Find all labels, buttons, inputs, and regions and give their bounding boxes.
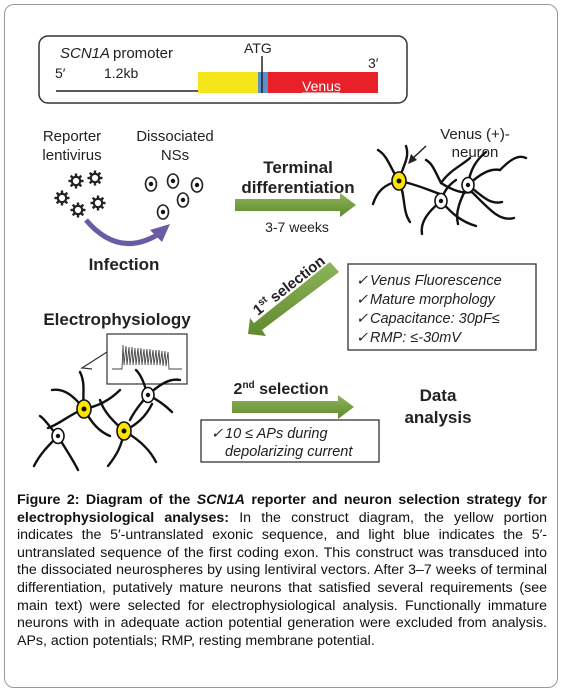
second-selection-label: 2nd selection [234, 380, 329, 398]
lentivirus-particles [53, 169, 107, 219]
criterion-venus: Venus Fluorescence [370, 273, 502, 289]
promoter-length-label: 1.2kb [104, 65, 138, 81]
virus-particle [86, 169, 104, 187]
five-prime-label: 5′ [55, 65, 66, 81]
recording-trace-box [106, 333, 188, 385]
venus-label: Venus [302, 78, 341, 94]
action-potential-trace [112, 344, 182, 370]
criteria-check-icon: ✓ [356, 273, 368, 289]
ns-label-line1: Dissociated [136, 128, 214, 145]
criteria-check-icon: ✓ [356, 292, 368, 308]
neuron-nucleus [465, 182, 471, 188]
neuron-nucleus [145, 392, 151, 398]
criteria-check-icon: ✓ [356, 330, 368, 346]
caption-fig-label: Figure 2: [17, 492, 80, 508]
criterion-rmp: RMP: ≤-30mV [370, 330, 462, 346]
utr-exonic-segment [198, 72, 258, 93]
neuron-nucleus [55, 433, 61, 439]
recorded-neuron-cluster [32, 368, 182, 472]
criteria-check-icon: ✓ [211, 426, 223, 442]
data-analysis-line1: Data [420, 386, 457, 405]
utr-coding-exon-segment [258, 72, 268, 93]
trace-callout [80, 351, 108, 370]
figure-caption: Figure 2: Diagram of the SCN1A reporter … [17, 492, 547, 650]
neuron-nucleus [438, 198, 444, 204]
electrophysiology-section: Electrophysiology [32, 310, 191, 472]
reporter-label-line1: Reporter [43, 128, 101, 145]
criterion-depolarizing: depolarizing current [225, 444, 353, 460]
neuron-pointer-arrowhead [408, 154, 417, 164]
ns-cell [156, 204, 170, 220]
infection-arrow [84, 218, 164, 247]
ns-cell [166, 173, 180, 189]
ns-cell [176, 192, 190, 208]
differentiation-title-line2: differentiation [241, 178, 354, 197]
data-analysis-section: Data analysis [404, 386, 471, 427]
data-analysis-line2: analysis [404, 408, 471, 427]
promoter-word-label: promoter [113, 45, 173, 62]
first-selection-criteria: ✓ Venus Fluorescence ✓ Mature morphology… [356, 273, 502, 346]
second-selection-criteria-box [200, 419, 380, 463]
atg-label: ATG [244, 40, 272, 56]
virus-particle [69, 201, 87, 219]
ns-cell [144, 176, 158, 192]
neuron-label-line2: neuron [452, 144, 499, 161]
virus-particle [89, 194, 107, 212]
infection-title: Infection [89, 255, 160, 274]
caption-title-b: reporter and neuron selection strategy f… [17, 492, 547, 526]
infection-arrowhead [150, 224, 170, 242]
virus-particle [67, 172, 85, 190]
criteria-check-icon: ✓ [356, 311, 368, 327]
criterion-ap-count: 10 ≤ APs during [225, 426, 328, 442]
second-selection-arrow [232, 395, 354, 419]
differentiation-duration: 3-7 weeks [265, 219, 329, 235]
differentiation-title-line1: Terminal [263, 158, 333, 177]
ns-cell [190, 177, 204, 193]
differentiation-arrow [235, 193, 356, 217]
neuron-nucleus [396, 178, 402, 184]
reporter-label-line2: lentivirus [42, 147, 101, 164]
caption-title-a: Diagram of the [85, 492, 191, 508]
promoter-gene-label: SCN1A [60, 45, 110, 62]
criterion-capacitance: Capacitance: 30pF≤ [370, 311, 500, 327]
caption-body: In the construct diagram, the yellow por… [17, 509, 547, 649]
infection-section: Reporter lentivirus Dissociated NSs Infe… [42, 128, 213, 274]
dissociated-ns-cells [144, 173, 204, 220]
three-prime-label: 3′ [368, 55, 379, 71]
construct-diagram: SCN1A promoter 5′ 1.2kb ATG 3′ Venus [38, 35, 408, 104]
first-selection-arrow [248, 262, 339, 336]
ns-label-line2: NSs [161, 147, 189, 164]
neuron-label-line1: Venus (+)- [440, 126, 510, 143]
criterion-morphology: Mature morphology [370, 292, 496, 308]
differentiation-section: Terminal differentiation 3-7 weeks Venus… [235, 126, 528, 236]
electrophysiology-title: Electrophysiology [43, 310, 191, 329]
caption-title-gene: SCN1A [196, 492, 245, 508]
first-selection-section: 1st selection ✓ Venus Fluorescence ✓ Mat… [248, 253, 537, 351]
neuron-nucleus [81, 406, 87, 412]
venus-segment [268, 72, 378, 93]
first-selection-criteria-box [347, 263, 537, 351]
second-selection-section: 2nd selection ✓ 10 ≤ APs during depolari… [200, 380, 380, 463]
neuron-nucleus [121, 428, 127, 434]
virus-particle [53, 189, 71, 207]
